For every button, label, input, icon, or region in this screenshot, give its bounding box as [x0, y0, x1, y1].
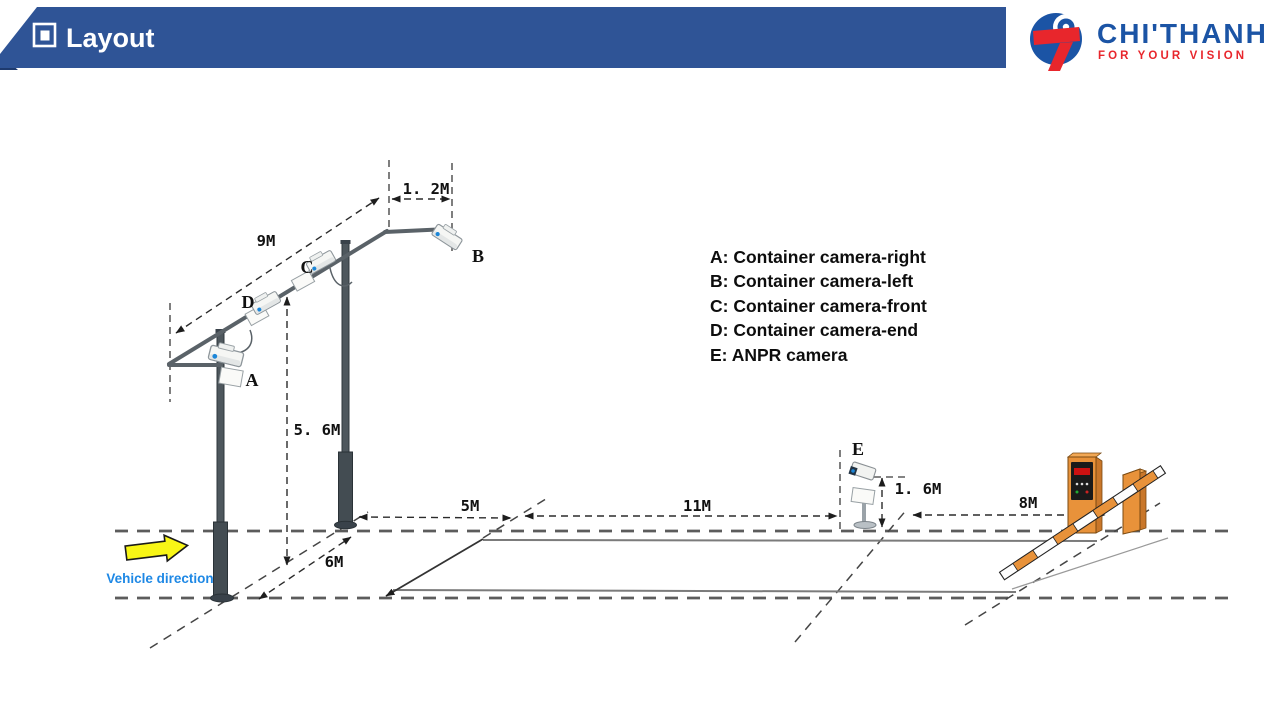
barrier-led-display	[1074, 468, 1090, 475]
right-pole-base	[334, 520, 357, 530]
camera-c-panel	[290, 270, 316, 292]
brand-name: CHI'THANH	[1097, 18, 1268, 49]
dim-label-gantry-height: 5. 6M	[294, 421, 341, 439]
gantry: A B C D	[167, 220, 484, 603]
dim-line-lane-width	[258, 536, 352, 600]
right-pole-cap	[340, 240, 351, 244]
camera-e-label: E	[852, 439, 864, 459]
camera-legend: A: Container camera-right B: Container c…	[710, 247, 927, 365]
legend-item-c: C: Container camera-front	[710, 296, 927, 316]
zone-edge-top	[482, 539, 1098, 542]
layout-square-icon	[32, 22, 57, 48]
legend-item-b: B: Container camera-left	[710, 271, 913, 291]
zone-edge-bottom	[392, 589, 1017, 593]
camera-d-label: D	[242, 292, 255, 312]
dim-label-zone-length: 11M	[683, 497, 711, 515]
header-ribbon	[0, 7, 1006, 68]
ground-layout	[115, 496, 1235, 649]
brand-tagline: FOR YOUR VISION	[1098, 50, 1247, 62]
dim-label-pole-to-zone: 5M	[461, 497, 480, 515]
camera-a-panel	[218, 366, 244, 388]
legend-item-a: A: Container camera-right	[710, 247, 926, 267]
dim-line-pole-to-zone	[358, 513, 512, 522]
barrier-housing-top	[1066, 452, 1103, 458]
camera-c-label: C	[301, 257, 314, 277]
vehicle-direction-label: Vehicle direction	[106, 571, 213, 586]
cross-line-anpr	[794, 507, 909, 643]
dim-label-zone-to-barrier: 8M	[1019, 494, 1038, 512]
dim-label-anpr-height: 1. 6M	[895, 480, 942, 498]
legend-item-d: D: Container camera-end	[710, 320, 918, 340]
right-pole-sleeve	[338, 451, 353, 526]
vehicle-direction-arrow-icon	[124, 533, 190, 563]
barrier-housing-side	[1095, 456, 1103, 534]
left-pole-sleeve	[213, 521, 228, 599]
camera-b	[430, 220, 466, 251]
dim-line-arm-length	[175, 197, 380, 334]
vehicle-direction: Vehicle direction	[106, 533, 214, 586]
page-title: Layout	[66, 23, 155, 53]
camera-a-label: A	[246, 370, 259, 390]
anpr-base	[853, 521, 877, 529]
barrier-red-button	[1085, 490, 1089, 494]
barrier-green-button	[1075, 490, 1079, 494]
dim-label-arm-length: 9M	[257, 232, 276, 250]
right-pole	[341, 242, 350, 459]
barrier-control-panel	[1071, 462, 1093, 500]
barrier-arm-shadow	[1011, 537, 1169, 590]
logo-t-bar	[1033, 27, 1080, 45]
barrier-post	[1122, 468, 1141, 535]
header: Layout	[0, 7, 1006, 70]
dim-label-lane-width: 6M	[325, 553, 344, 571]
cross-line-zone-start	[482, 496, 550, 539]
anpr-camera: E	[848, 439, 877, 529]
dim-label-top-offset: 1. 2M	[403, 180, 450, 198]
dimension-annotations: 1. 2M 9M 5. 6M 6M 5M 11M 8M 1. 6M	[169, 160, 1106, 600]
brand-logo-mark	[1030, 13, 1082, 71]
camera-b-label: B	[472, 246, 484, 266]
camera-e	[848, 461, 877, 481]
logo-t-leg	[1048, 42, 1073, 71]
anpr-sign-panel	[850, 486, 876, 506]
camera-c-cable	[329, 267, 353, 287]
cross-line-barrier	[964, 502, 1161, 626]
left-pole-base	[210, 593, 234, 603]
barrier-gate	[998, 452, 1167, 581]
brand-logo: CHI'THANH FOR YOUR VISION	[1030, 13, 1268, 71]
legend-item-e: E: ANPR camera	[710, 345, 848, 365]
layout-square-icon-inner	[40, 30, 50, 41]
barrier-arm	[998, 464, 1167, 581]
zone-edge-left	[385, 538, 484, 597]
